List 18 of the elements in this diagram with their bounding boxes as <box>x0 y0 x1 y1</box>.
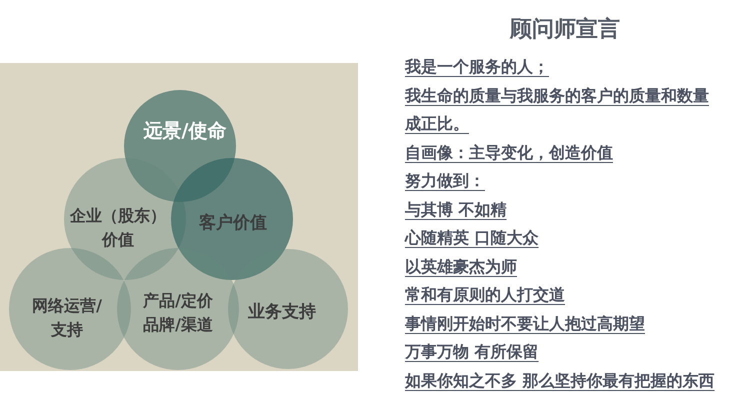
statement-text: 我是一个服务的人； <box>405 57 549 76</box>
statement-text: 万事万物 有所保留 <box>405 342 539 361</box>
statement-text: 如果你知之不多 那么坚持你最有把握的东西 <box>405 370 715 390</box>
statement-text: 自画像：主导变化，创造价值 <box>405 142 613 162</box>
circle-label: 企业（股东）价值 <box>68 205 167 251</box>
circle-label: 远景/使命 <box>144 119 226 143</box>
statement-text: 与其博 不如精 <box>405 200 507 218</box>
statement-text: 心随精英 口随大众 <box>405 228 539 247</box>
heading: 顾问师宣言 <box>508 16 621 44</box>
statement-text: 常和有原则的人打交道 <box>405 285 565 304</box>
circle-label: 业务支持 <box>248 301 316 324</box>
circle-label: 客户价值 <box>199 212 267 235</box>
circle-label: 产品/定价品牌/渠道 <box>142 290 214 336</box>
statement-text: 以英雄豪杰为师 <box>405 256 517 276</box>
statement-text: 我生命的质量与我服务的客户的质量和数量成正比。 <box>405 86 709 133</box>
circle-label: 网络运营/支持 <box>31 295 103 341</box>
statement-text: 事情刚开始时不要让人抱过高期望 <box>405 314 645 332</box>
statement-text: 努力做到： <box>405 171 485 190</box>
